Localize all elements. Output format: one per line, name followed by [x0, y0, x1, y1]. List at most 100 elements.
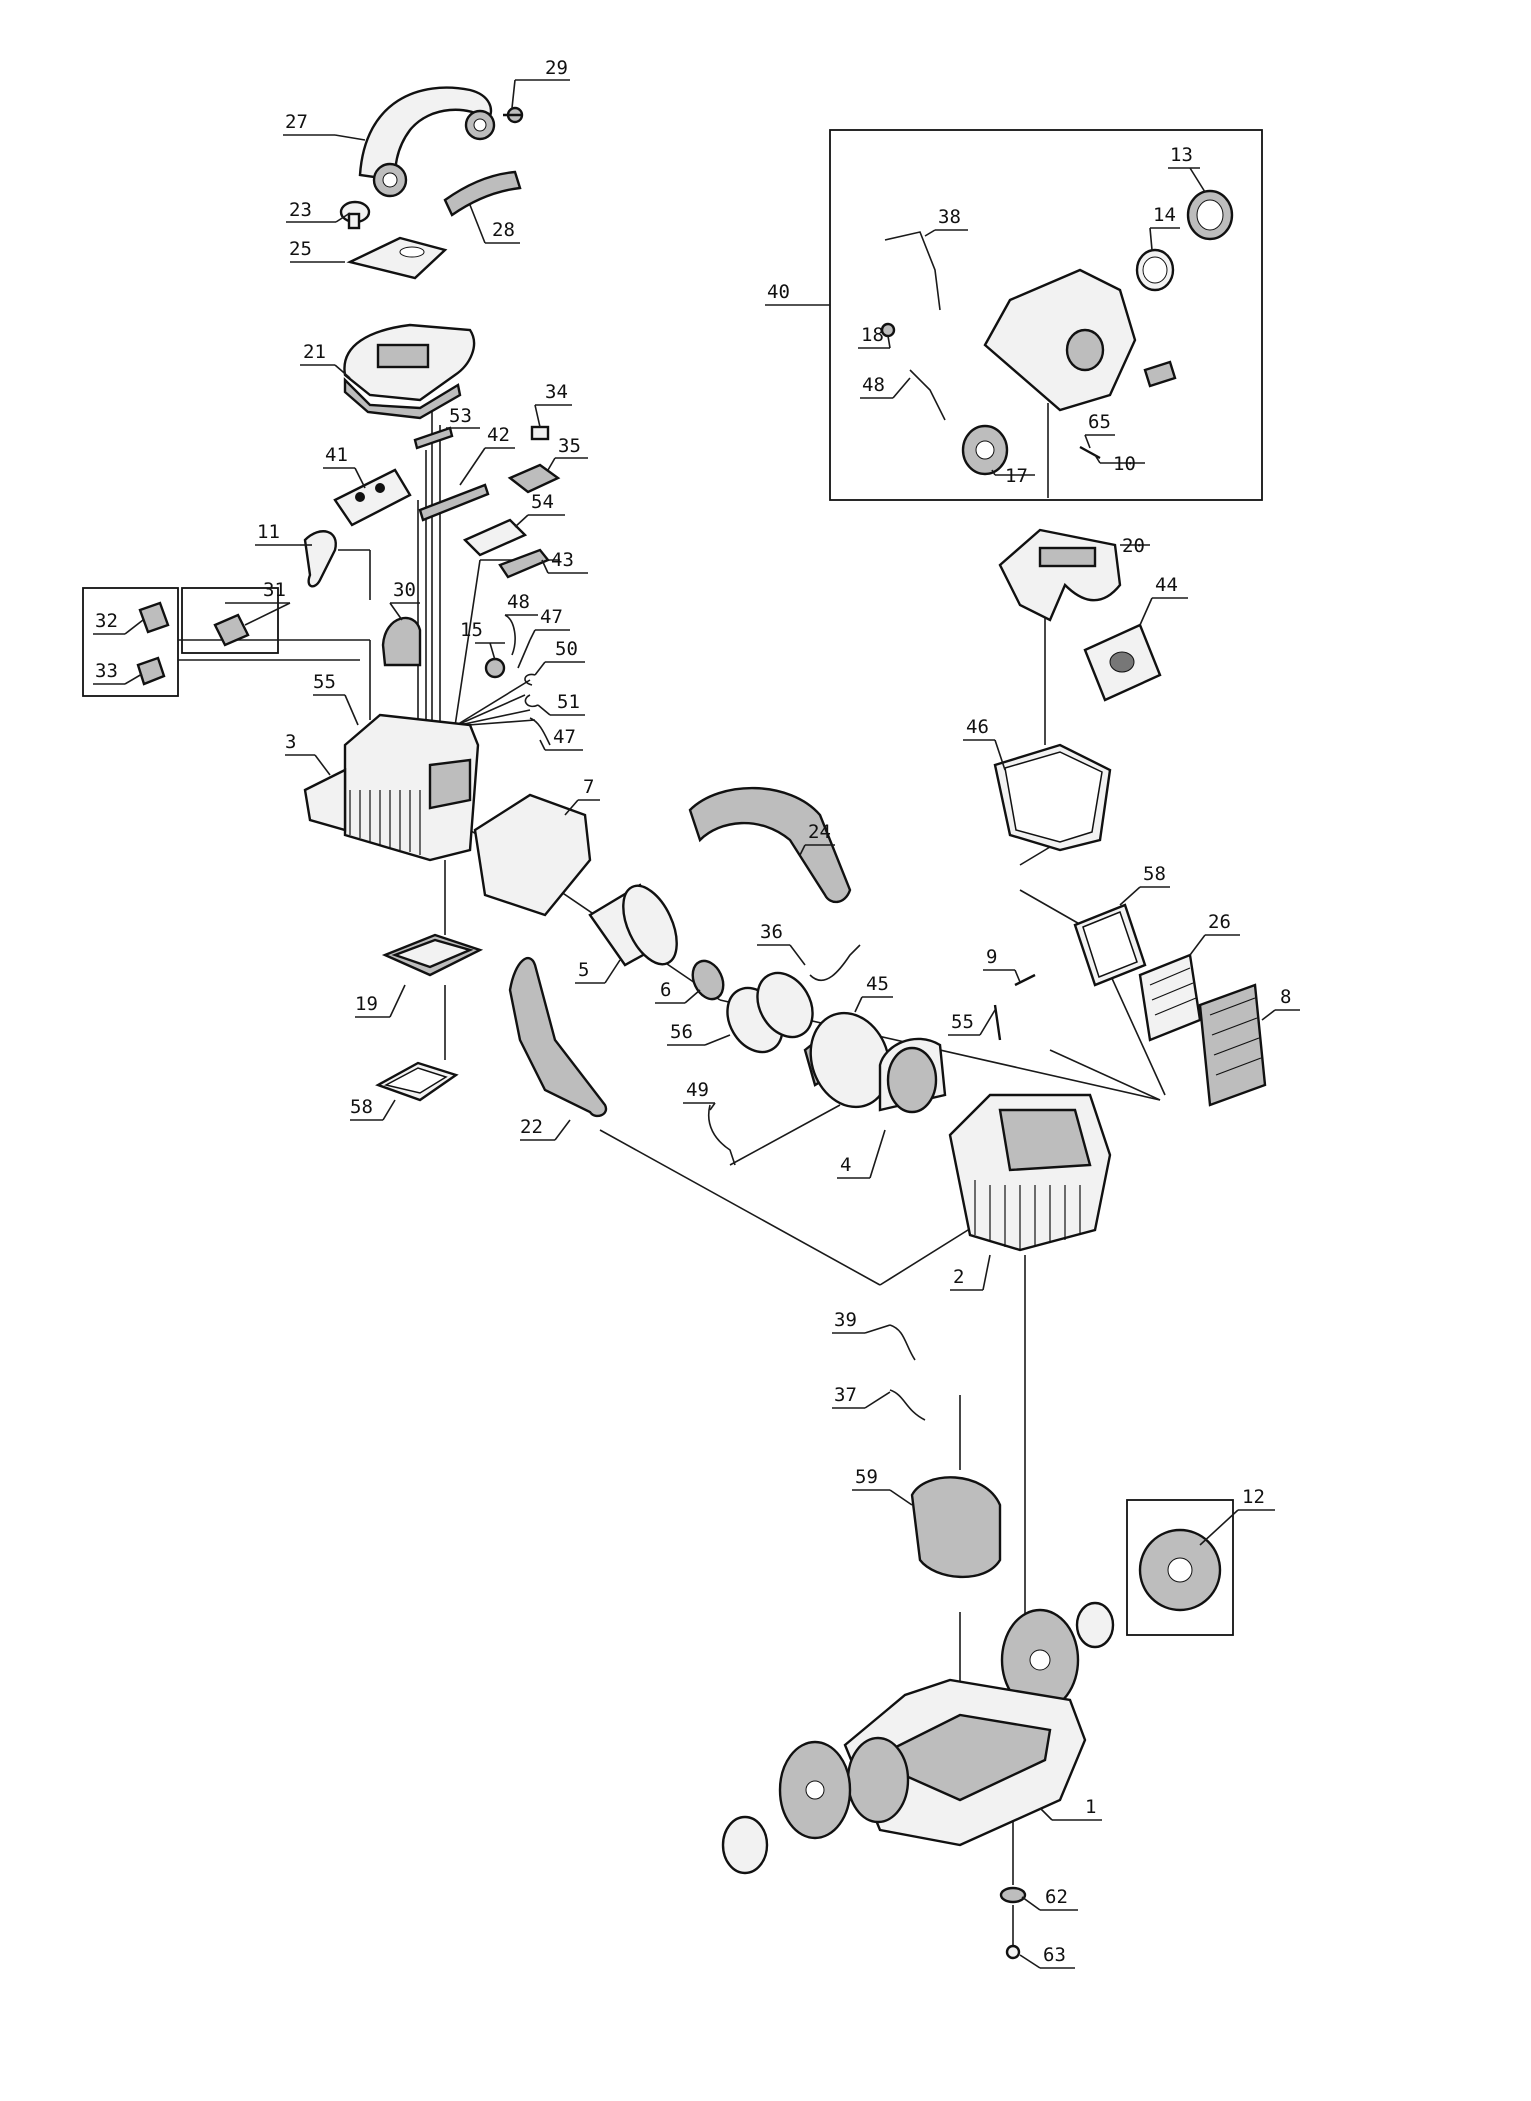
label-62: 62	[1045, 1886, 1068, 1908]
part-30-reel-cover	[381, 616, 422, 667]
label-36: 36	[760, 921, 783, 943]
part-40-lid	[983, 268, 1137, 412]
part-3-motor-housing	[303, 713, 480, 862]
label-31: 31	[263, 579, 286, 601]
part-24-side-cover	[688, 786, 852, 904]
part-42-bar	[418, 483, 490, 522]
part-31-switch	[213, 613, 250, 647]
label-11: 11	[257, 521, 280, 543]
label-15: 15	[460, 619, 483, 641]
part-59-cord-reel	[910, 1476, 1002, 1579]
switch-31-box	[181, 587, 279, 654]
part-wires-47-51	[504, 614, 551, 746]
label-13: 13	[1170, 144, 1193, 166]
part-29-screw	[503, 106, 524, 124]
label-14: 14	[1153, 204, 1176, 226]
label-18: 18	[861, 324, 884, 346]
lid-assembly-box	[829, 129, 1263, 501]
part-58-gasket	[375, 1061, 459, 1102]
label-41: 41	[325, 444, 348, 466]
label-28: 28	[492, 219, 515, 241]
label-35: 35	[558, 435, 581, 457]
part-7-cover	[473, 793, 592, 917]
label-42: 42	[487, 424, 510, 446]
leader-lines	[93, 79, 1300, 1969]
label-38: 38	[938, 206, 961, 228]
label-47-a: 47	[540, 606, 563, 628]
label-19: 19	[355, 993, 378, 1015]
label-44: 44	[1155, 574, 1178, 596]
part-21-top-cover	[343, 323, 476, 420]
label-63: 63	[1043, 1944, 1066, 1966]
part-44-bag-plate	[1083, 623, 1162, 702]
label-55-b: 55	[951, 1011, 974, 1033]
label-5: 5	[578, 959, 589, 981]
part-65-screw	[1079, 445, 1101, 460]
label-6: 6	[660, 979, 671, 1001]
part-27-handle	[358, 86, 496, 198]
label-4: 4	[840, 1154, 851, 1176]
part-32-switch	[138, 601, 170, 634]
label-58-b: 58	[1143, 863, 1166, 885]
label-40: 40	[767, 281, 790, 303]
label-51: 51	[557, 691, 580, 713]
part-11-pedal	[303, 530, 337, 588]
label-10: 10	[1113, 453, 1136, 475]
part-41-switch-block	[333, 468, 412, 527]
part-35-switch	[507, 463, 561, 494]
label-3: 3	[285, 731, 296, 753]
part-22-side-cover	[508, 956, 608, 1118]
label-17: 17	[1005, 465, 1028, 487]
part-12-wheel	[1138, 1528, 1222, 1612]
label-27: 27	[285, 111, 308, 133]
part-49-wire	[708, 1104, 736, 1166]
label-45: 45	[866, 973, 889, 995]
wheel-disc-right	[1000, 1601, 1115, 1712]
part-2-dust-chamber	[948, 1093, 1112, 1252]
label-65: 65	[1088, 411, 1111, 433]
part-9-screw	[1014, 973, 1036, 987]
label-49: 49	[686, 1079, 709, 1101]
label-22: 22	[520, 1116, 543, 1138]
part-53-bar	[413, 426, 454, 450]
part-23-knob	[339, 200, 371, 230]
label-43: 43	[551, 549, 574, 571]
part-8-grille	[1198, 983, 1267, 1107]
label-9: 9	[986, 946, 997, 968]
part-46-seal	[993, 743, 1112, 852]
label-23: 23	[289, 199, 312, 221]
part-19-filter	[381, 933, 484, 977]
part-36-wire	[809, 944, 861, 982]
part-13-ring	[1186, 189, 1234, 241]
label-29: 29	[545, 57, 568, 79]
part-10-clip	[1143, 360, 1177, 388]
label-46: 46	[966, 716, 989, 738]
part-55-screw-b	[993, 1004, 1002, 1041]
label-59: 59	[855, 1466, 878, 1488]
label-55-a: 55	[313, 671, 336, 693]
part-25-cover	[346, 236, 448, 280]
label-48-a: 48	[507, 591, 530, 613]
label-32: 32	[95, 610, 118, 632]
label-2: 2	[953, 1266, 964, 1288]
label-21: 21	[303, 341, 326, 363]
label-39: 39	[834, 1309, 857, 1331]
part-43-connector	[498, 548, 550, 579]
label-1: 1	[1085, 1796, 1096, 1818]
part-6-ring	[691, 959, 725, 1001]
part-17-knob	[961, 424, 1009, 476]
label-37: 37	[834, 1384, 857, 1406]
part-labels: 29 27 23 25 28 21 53 34 42 35 41 54 11 4…	[95, 57, 1291, 1966]
part-26-filter	[1138, 953, 1202, 1042]
part-54-board	[462, 518, 528, 557]
label-25: 25	[289, 238, 312, 260]
part-1-base	[843, 1678, 1087, 1847]
wheel-12-box	[1126, 1499, 1234, 1636]
label-48-b: 48	[862, 374, 885, 396]
label-33: 33	[95, 660, 118, 682]
part-5-cone	[588, 883, 678, 967]
part-38-wire	[884, 231, 941, 311]
label-56-a: 56	[670, 1021, 693, 1043]
